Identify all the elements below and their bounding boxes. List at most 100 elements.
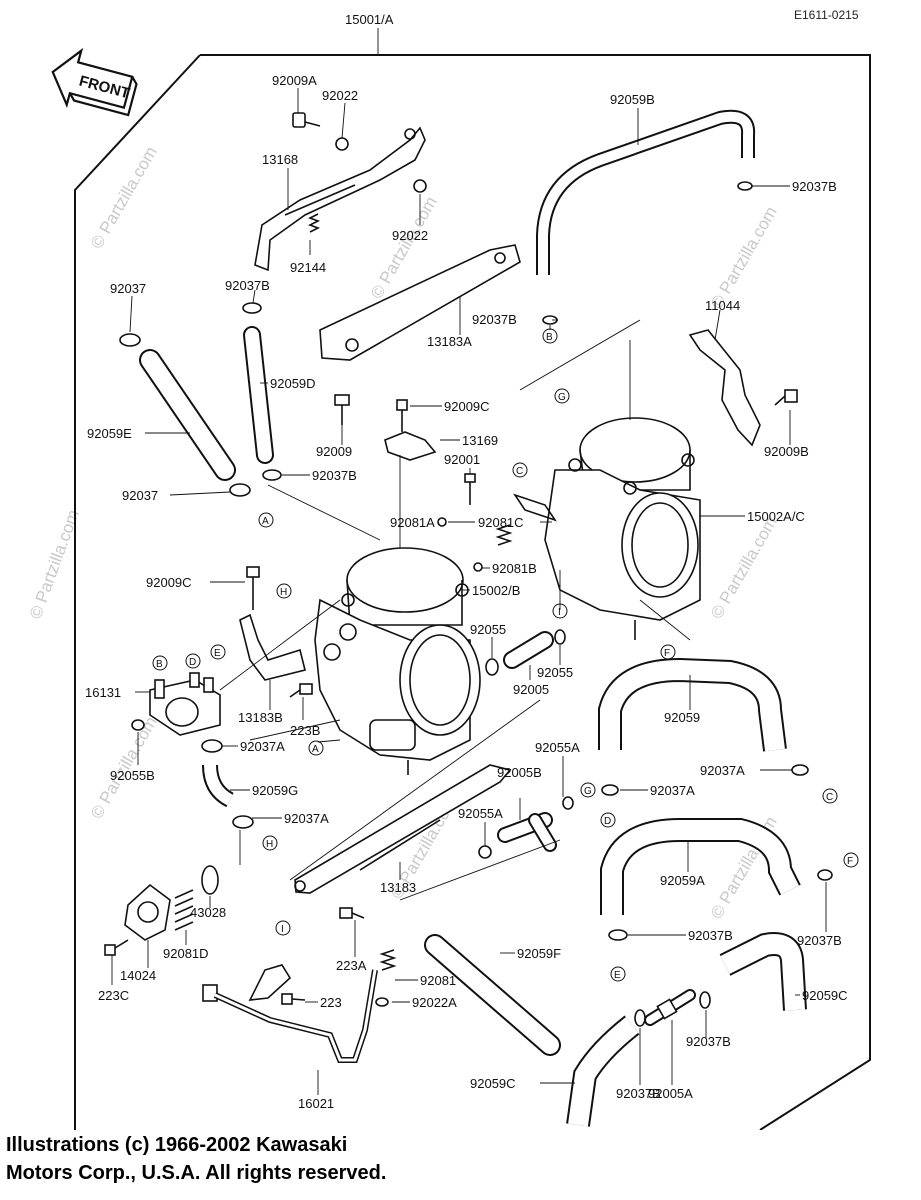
screw-223 bbox=[281, 993, 306, 1005]
part-label: 92037B bbox=[797, 933, 842, 948]
ring-92055-b bbox=[554, 629, 566, 645]
diaphragm-43028 bbox=[201, 865, 219, 895]
spring-92081c bbox=[495, 524, 513, 546]
assembly-label: 15001/A bbox=[345, 12, 394, 27]
part-label: 92059C bbox=[802, 988, 848, 1003]
svg-text:D: D bbox=[189, 657, 196, 668]
ref-marker: G bbox=[580, 782, 596, 798]
part-label: 92037 bbox=[122, 488, 158, 503]
bracket-11044 bbox=[688, 329, 761, 447]
ref-marker: D bbox=[600, 812, 616, 828]
carburetor-exploded-diagram: © Partzilla.com © Partzilla.com © Partzi… bbox=[26, 12, 871, 1130]
fitting-92005a bbox=[644, 989, 696, 1026]
part-label: 92081D bbox=[163, 946, 209, 961]
watermark: © Partzilla.com bbox=[707, 513, 781, 622]
svg-text:C: C bbox=[826, 792, 833, 803]
svg-text:I: I bbox=[281, 924, 284, 935]
part-labels: 92009A 92022 13168 92022 92144 92059B 92… bbox=[85, 73, 848, 1111]
fuel-tap-16131 bbox=[149, 672, 221, 736]
part-label: 13183A bbox=[427, 334, 472, 349]
front-arrow-icon: FRONT bbox=[51, 47, 138, 117]
ring-92055-a bbox=[485, 658, 499, 676]
spring-92081d bbox=[174, 889, 194, 931]
ref-marker: A bbox=[308, 740, 324, 756]
ref-marker: E bbox=[610, 966, 626, 982]
copyright-notice: Illustrations (c) 1966-2002 Kawasaki Mot… bbox=[6, 1131, 526, 1187]
part-label: 92081C bbox=[478, 515, 524, 530]
hose-92059 bbox=[598, 657, 787, 752]
part-label: 92059D bbox=[270, 376, 316, 391]
ref-marker: C bbox=[512, 462, 528, 478]
ring-92081a bbox=[437, 517, 447, 527]
part-label: 92059G bbox=[252, 783, 298, 798]
svg-text:G: G bbox=[584, 786, 592, 797]
hose-92059c-right bbox=[719, 932, 807, 1011]
part-label: 92055B bbox=[110, 768, 155, 783]
pump-cover-14024 bbox=[124, 883, 171, 941]
screw-92001 bbox=[464, 473, 476, 505]
part-label: 11044 bbox=[705, 298, 740, 313]
part-label: 15002/B bbox=[472, 583, 520, 598]
drawing-code: E1611-0215 bbox=[794, 8, 859, 22]
part-label: 92055A bbox=[458, 806, 503, 821]
ring-92055b bbox=[131, 719, 145, 731]
part-label: 92055 bbox=[470, 622, 506, 637]
part-label: 92055A bbox=[535, 740, 580, 755]
ref-marker: B bbox=[542, 328, 558, 344]
part-label: 92037A bbox=[284, 811, 329, 826]
part-label: 13183 bbox=[380, 880, 416, 895]
bracket-13168 bbox=[254, 126, 426, 272]
part-label: 92009B bbox=[764, 444, 809, 459]
ref-marker: F bbox=[843, 852, 859, 868]
choke-cable-16021 bbox=[202, 964, 378, 1063]
part-label: 92037B bbox=[225, 278, 270, 293]
ref-marker: H bbox=[262, 835, 278, 851]
screw-223b bbox=[289, 683, 313, 698]
washer-92022a bbox=[335, 137, 349, 151]
part-label: 13168 bbox=[262, 152, 298, 167]
part-label: 92009A bbox=[272, 73, 317, 88]
spring-92144 bbox=[308, 213, 320, 233]
ring-92055a-a bbox=[562, 796, 574, 810]
ref-marker: I bbox=[552, 603, 568, 619]
part-label: 92059B bbox=[610, 92, 655, 107]
hose-92059d bbox=[243, 326, 274, 464]
svg-text:I: I bbox=[558, 607, 561, 618]
part-label: 92059E bbox=[87, 426, 132, 441]
part-label: 92037B bbox=[472, 312, 517, 327]
ref-marker: E bbox=[210, 644, 226, 660]
hose-92059f bbox=[424, 934, 561, 1056]
watermark: © Partzilla.com bbox=[707, 203, 781, 312]
part-label: 92009C bbox=[146, 575, 192, 590]
part-label: 92022A bbox=[412, 995, 457, 1010]
carburetor-15002b bbox=[314, 547, 481, 775]
bracket-13183b bbox=[239, 613, 306, 681]
part-label: 92144 bbox=[290, 260, 326, 275]
part-label: 223A bbox=[336, 958, 367, 973]
part-label: 223B bbox=[290, 723, 320, 738]
watermark: © Partzilla.com bbox=[367, 193, 441, 302]
gasket-13183 bbox=[294, 764, 512, 894]
copyright-line-2: Motors Corp., U.S.A. All rights reserved… bbox=[6, 1162, 387, 1184]
part-label: 92059 bbox=[664, 710, 700, 725]
hose-92059a bbox=[600, 818, 801, 915]
ref-marker: G bbox=[554, 388, 570, 404]
part-label: 223C bbox=[98, 988, 129, 1003]
leader-lines bbox=[111, 88, 827, 1095]
svg-text:D: D bbox=[604, 816, 611, 827]
svg-text:B: B bbox=[546, 332, 553, 343]
hose-92059e bbox=[139, 349, 236, 481]
screw-92009c-left bbox=[246, 566, 260, 610]
ref-marker: B bbox=[152, 655, 168, 671]
ref-markers: A A B B C C D D E E F F G G H H I I bbox=[152, 328, 859, 982]
part-label: 92022 bbox=[392, 228, 428, 243]
ring-92081b bbox=[473, 562, 483, 572]
screw-92009b bbox=[774, 389, 798, 406]
screw-92009a bbox=[292, 112, 321, 128]
part-label: 92081B bbox=[492, 561, 537, 576]
part-label: 15002A/C bbox=[747, 509, 805, 524]
svg-text:C: C bbox=[516, 466, 523, 477]
part-label: 92059C bbox=[470, 1076, 516, 1091]
part-label: 92081 bbox=[420, 973, 456, 988]
ref-marker: D bbox=[185, 653, 201, 669]
